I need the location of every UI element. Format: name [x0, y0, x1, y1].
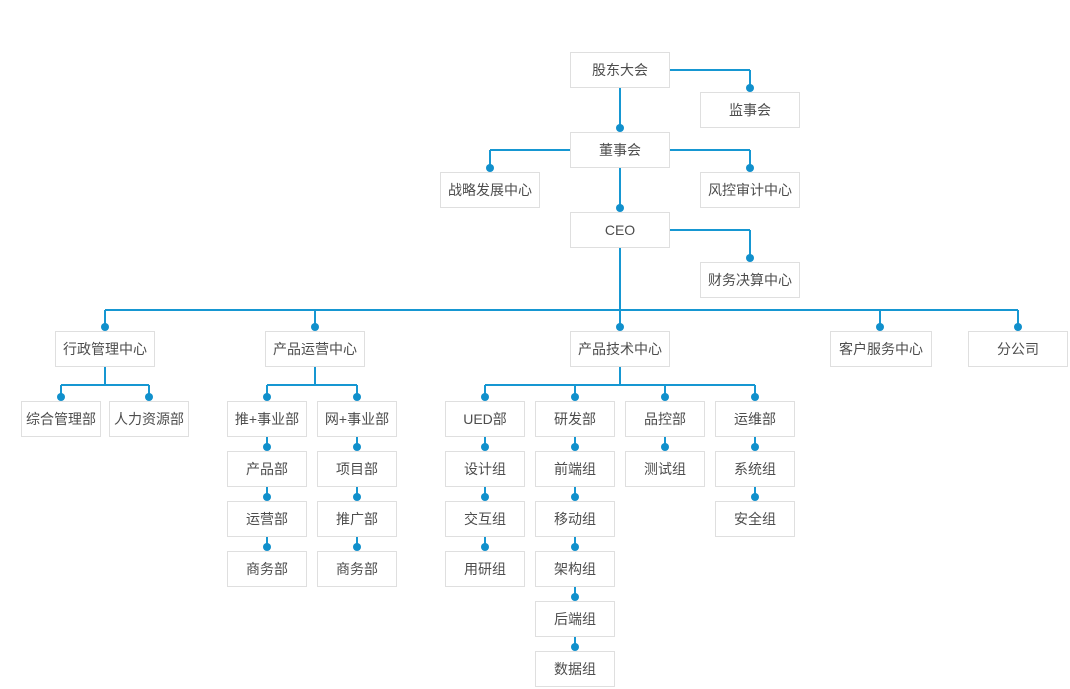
org-node-general-management-dept[interactable]: 综合管理部 [21, 401, 101, 437]
org-node-qc-dept[interactable]: 品控部 [625, 401, 705, 437]
org-node-financial-accounting-center[interactable]: 财务决算中心 [700, 262, 800, 298]
org-node-rnd-dept[interactable]: 研发部 [535, 401, 615, 437]
org-node-design-group[interactable]: 设计组 [445, 451, 525, 487]
org-node-product-technology-center[interactable]: 产品技术中心 [570, 331, 670, 367]
org-node-customer-service-center[interactable]: 客户服务中心 [830, 331, 932, 367]
org-node-board-of-directors[interactable]: 董事会 [570, 132, 670, 168]
org-node-operations-dept[interactable]: 运营部 [227, 501, 307, 537]
org-node-strategy-development-center[interactable]: 战略发展中心 [440, 172, 540, 208]
org-node-product-dept[interactable]: 产品部 [227, 451, 307, 487]
org-node-security-group[interactable]: 安全组 [715, 501, 795, 537]
org-node-frontend-group[interactable]: 前端组 [535, 451, 615, 487]
org-node-data-group[interactable]: 数据组 [535, 651, 615, 687]
org-node-tui-business-unit[interactable]: 推+事业部 [227, 401, 307, 437]
org-node-system-group[interactable]: 系统组 [715, 451, 795, 487]
org-node-wang-business-unit[interactable]: 网+事业部 [317, 401, 397, 437]
org-node-interaction-group[interactable]: 交互组 [445, 501, 525, 537]
org-node-human-resources-dept[interactable]: 人力资源部 [109, 401, 189, 437]
org-node-backend-group[interactable]: 后端组 [535, 601, 615, 637]
org-node-promotion-dept[interactable]: 推广部 [317, 501, 397, 537]
org-node-architecture-group[interactable]: 架构组 [535, 551, 615, 587]
org-node-shareholders-meeting[interactable]: 股东大会 [570, 52, 670, 88]
org-node-business-dept-tui[interactable]: 商务部 [227, 551, 307, 587]
org-node-ops-maintenance-dept[interactable]: 运维部 [715, 401, 795, 437]
org-node-user-research-group[interactable]: 用研组 [445, 551, 525, 587]
org-node-administrative-management-center[interactable]: 行政管理中心 [55, 331, 155, 367]
org-node-ued-dept[interactable]: UED部 [445, 401, 525, 437]
org-node-risk-control-audit-center[interactable]: 风控审计中心 [700, 172, 800, 208]
org-node-project-dept[interactable]: 项目部 [317, 451, 397, 487]
org-node-supervisory-board[interactable]: 监事会 [700, 92, 800, 128]
org-node-business-dept-wang[interactable]: 商务部 [317, 551, 397, 587]
org-node-branch-company[interactable]: 分公司 [968, 331, 1068, 367]
org-node-testing-group[interactable]: 测试组 [625, 451, 705, 487]
org-node-mobile-group[interactable]: 移动组 [535, 501, 615, 537]
org-node-ceo[interactable]: CEO [570, 212, 670, 248]
org-node-product-operations-center[interactable]: 产品运营中心 [265, 331, 365, 367]
